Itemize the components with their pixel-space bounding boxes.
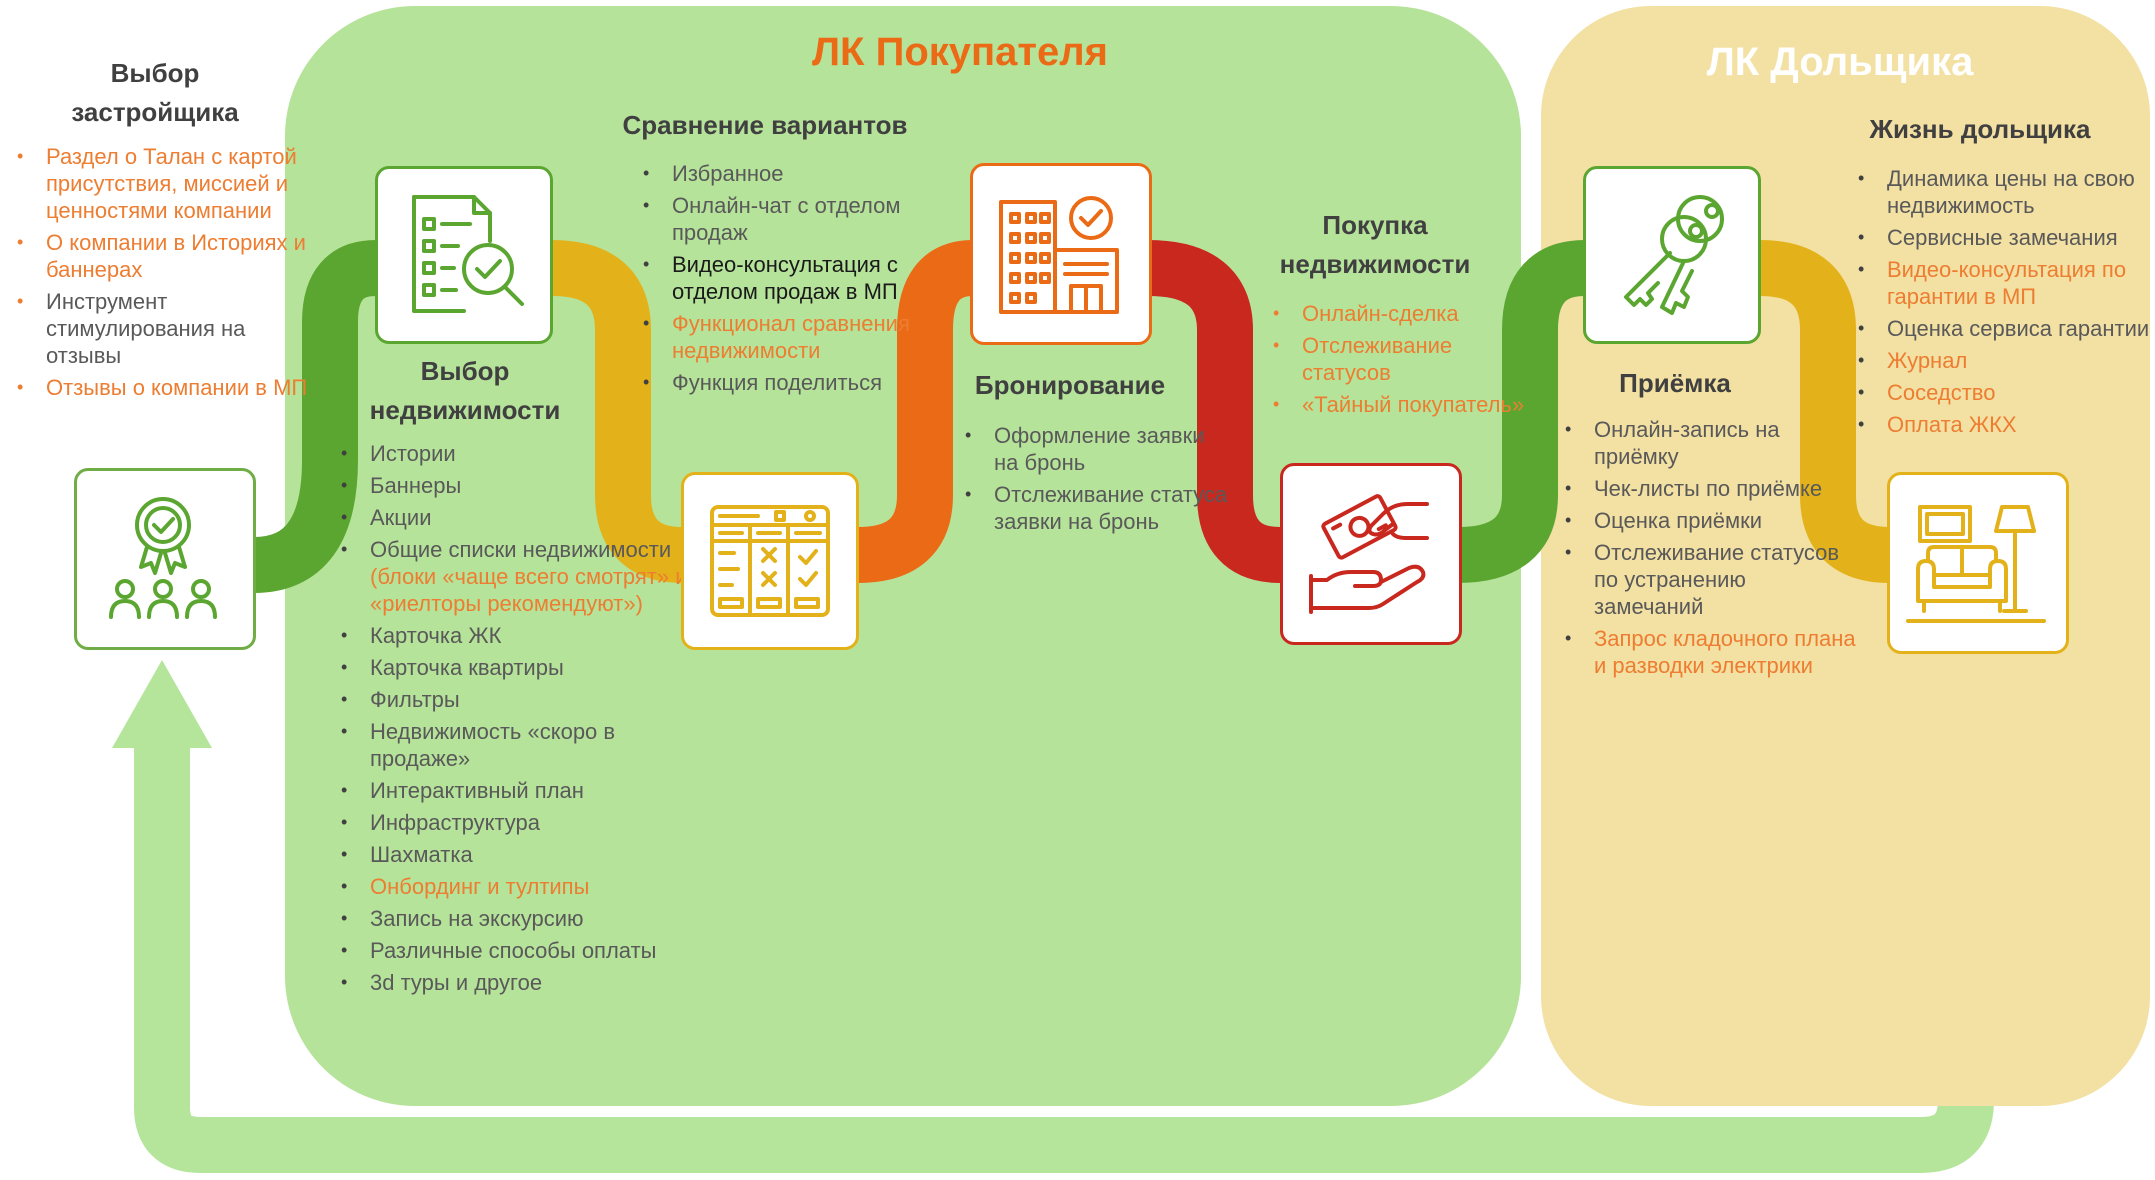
list-item: Оценка приёмки <box>1565 507 1859 534</box>
list-item: 3d туры и другое <box>341 969 702 996</box>
list-item: Истории <box>341 440 702 467</box>
path-segment-3 <box>856 240 975 583</box>
list-item: Избранное <box>643 160 937 187</box>
building-check-icon <box>999 196 1119 314</box>
booking-feature-list: Оформление заявки на бронь Отслеживание … <box>962 422 1234 540</box>
list-item: Отслеживание статуса заявки на бронь <box>965 481 1234 535</box>
booking-stage-title: Бронирование <box>974 370 1166 400</box>
list-item: Баннеры <box>341 472 702 499</box>
property-stage-title: Выбор недвижимости <box>369 356 561 425</box>
award-people-icon <box>109 497 217 619</box>
acceptance-feature-list: Онлайн-запись на приёмку Чек-листы по пр… <box>1562 416 1859 684</box>
list-item: Инфраструктура <box>341 809 702 836</box>
list-item: Фильтры <box>341 686 702 713</box>
list-item: Соседство <box>1858 379 2155 406</box>
list-item: Общие списки недвижимости (блоки «чаще в… <box>341 536 702 617</box>
buyer-region-title: ЛК Покупателя <box>811 30 1109 74</box>
list-item: Функция поделиться <box>643 369 937 396</box>
compare-icon-box <box>681 472 859 650</box>
list-item: О компании в Историях и баннерах <box>17 229 312 283</box>
owner-region-title: ЛК Дольщика <box>1706 40 1974 84</box>
booking-icon-box <box>970 163 1152 345</box>
keys-icon <box>1624 195 1724 315</box>
list-item: Акции <box>341 504 702 531</box>
list-item-text: Общие списки недвижимости <box>370 537 672 562</box>
list-item: Шахматка <box>341 841 702 868</box>
list-item: Отслеживание статусов по устранению заме… <box>1565 539 1859 620</box>
list-item: Отзывы о компании в МП <box>17 374 312 401</box>
list-item: Онлайн-чат с отделом продаж <box>643 192 937 246</box>
list-item: Запись на экскурсию <box>341 905 702 932</box>
list-item: Чек-листы по приёмке <box>1565 475 1859 502</box>
list-item: Оценка сервиса гарантии <box>1858 315 2155 342</box>
list-item: Недвижимость «скоро в продаже» <box>341 718 702 772</box>
list-item: Динамика цены на свою недвижимость <box>1858 165 2155 219</box>
list-item: Запрос кладочного плана и разводки элект… <box>1565 625 1859 679</box>
list-item: Различные способы оплаты <box>341 937 702 964</box>
list-item: Функционал сравнения недвижимости <box>643 310 937 364</box>
list-item: Оплата ЖКХ <box>1858 411 2155 438</box>
purchase-icon-box <box>1280 463 1462 645</box>
life-stage-title: Жизнь дольщика <box>1869 114 2091 144</box>
life-icon-box <box>1887 472 2069 654</box>
acceptance-stage-title: Приёмка <box>1619 368 1731 398</box>
checklist-magnifier-icon <box>412 195 524 313</box>
return-arrowhead <box>112 660 212 748</box>
list-item: Карточка квартиры <box>341 654 702 681</box>
list-item: Инструмент стимулирования на отзывы <box>17 288 312 369</box>
developer-stage-title: Выбор застройщика <box>71 58 239 127</box>
list-item: Онлайн-сделка <box>1273 300 1532 327</box>
list-item: Журнал <box>1858 347 2155 374</box>
developer-icon-box <box>74 468 256 650</box>
list-item: Сервисные замечания <box>1858 224 2155 251</box>
list-item: Отслеживание статусов <box>1273 332 1532 386</box>
living-room-icon <box>1906 505 2046 623</box>
list-item: Онбординг и тултипы <box>341 873 702 900</box>
purchase-stage-title: Покупка недвижимости <box>1279 210 1471 279</box>
property-feature-list: Истории Баннеры Акции Общие списки недви… <box>338 440 702 1001</box>
money-hands-icon <box>1309 494 1429 614</box>
path-segment-4 <box>1147 240 1282 583</box>
acceptance-icon-box <box>1583 166 1761 344</box>
list-item: Интерактивный план <box>341 777 702 804</box>
developer-feature-list: Раздел о Талан с картой присутствия, мис… <box>14 143 312 406</box>
path-segment-1 <box>252 240 378 593</box>
purchase-feature-list: Онлайн-сделка Отслеживание статусов «Тай… <box>1270 300 1532 423</box>
return-arrow <box>134 540 1994 1173</box>
compare-feature-list: Избранное Онлайн-чат с отделом продаж Ви… <box>640 160 937 401</box>
list-item: Онлайн-запись на приёмку <box>1565 416 1859 470</box>
comparison-table-icon <box>710 505 830 617</box>
list-item: Раздел о Талан с картой присутствия, мис… <box>17 143 312 224</box>
life-feature-list: Динамика цены на свою недвижимость Серви… <box>1855 165 2155 443</box>
list-item: Оформление заявки на бронь <box>965 422 1234 476</box>
list-item: «Тайный покупатель» <box>1273 391 1532 418</box>
list-item-highlight: (блоки «чаще всего смотрят» и «риелторы … <box>370 564 688 616</box>
list-item: Карточка ЖК <box>341 622 702 649</box>
compare-stage-title: Сравнение вариантов <box>622 110 908 140</box>
property-icon-box <box>375 166 553 344</box>
list-item: Видео-консультация по гарантии в МП <box>1858 256 2155 310</box>
list-item: Видео-консультация с отделом продаж в МП <box>643 251 937 305</box>
